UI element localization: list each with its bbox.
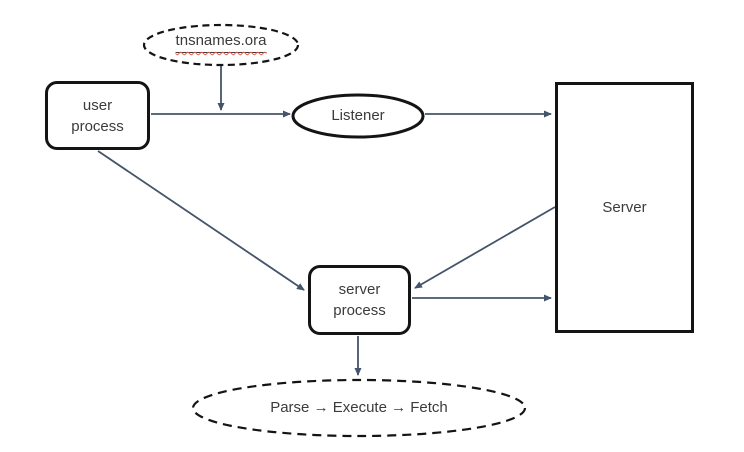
pipeline-label: Parse → Execute → Fetch bbox=[270, 399, 448, 416]
tnsnames-label: tnsnames.ora bbox=[175, 31, 267, 53]
edge-server-to-serverprocess bbox=[414, 206, 556, 289]
listener-label: Listener bbox=[331, 107, 385, 124]
tnsnames-underline: tnsnames.ora bbox=[175, 31, 267, 53]
tnsnames-text: tnsnames.ora bbox=[175, 32, 267, 49]
edge-userprocess-to-serverprocess bbox=[97, 150, 305, 291]
user-process-node: user process bbox=[45, 81, 150, 150]
server-node: Server bbox=[555, 82, 694, 333]
server-process-label: server process bbox=[333, 281, 386, 319]
pipeline-ellipse bbox=[191, 378, 527, 438]
tnsnames-ellipse bbox=[142, 23, 300, 67]
listener-ellipse bbox=[291, 93, 425, 139]
server-label: Server bbox=[602, 199, 647, 216]
server-process-node: server process bbox=[308, 265, 411, 335]
user-process-label: user process bbox=[71, 96, 124, 135]
